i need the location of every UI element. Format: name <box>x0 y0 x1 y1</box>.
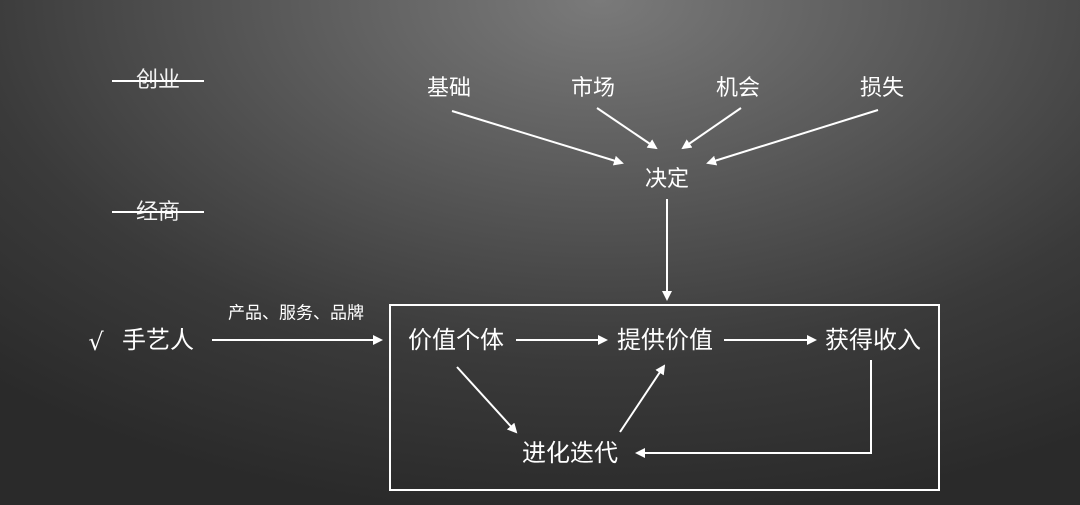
arrow-market-to-decision <box>596 107 658 150</box>
arrow-individual-to-iterate <box>456 366 518 434</box>
factor-base: 基础 <box>426 76 472 101</box>
iterate-node: 进化迭代 <box>522 439 618 467</box>
provide-value-node: 提供价值 <box>617 326 713 354</box>
arrow-income-to-iterate <box>635 360 872 458</box>
factor-opportunity: 机会 <box>715 76 761 101</box>
gain-income-node: 获得收入 <box>825 326 921 354</box>
arrow-iterate-to-provide <box>619 364 666 433</box>
arrow-opportunity-to-decision <box>681 107 742 150</box>
factor-loss: 损失 <box>859 76 905 101</box>
products-services-brand-label: 产品、服务、品牌 <box>228 303 364 324</box>
craftsman-label: 手艺人 <box>122 326 194 354</box>
value-individual-node: 价值个体 <box>408 326 504 354</box>
factor-market: 市场 <box>570 76 616 101</box>
struck-business: 经商 <box>135 200 181 225</box>
arrow-base-to-decision <box>451 110 624 166</box>
strikethrough-line-business <box>112 211 204 213</box>
strikethrough-line-startup <box>112 80 204 82</box>
decision-node: 决定 <box>644 167 690 192</box>
cycle-box <box>389 304 940 491</box>
arrow-loss-to-decision <box>706 109 879 166</box>
check-mark-icon: √ <box>88 328 104 356</box>
